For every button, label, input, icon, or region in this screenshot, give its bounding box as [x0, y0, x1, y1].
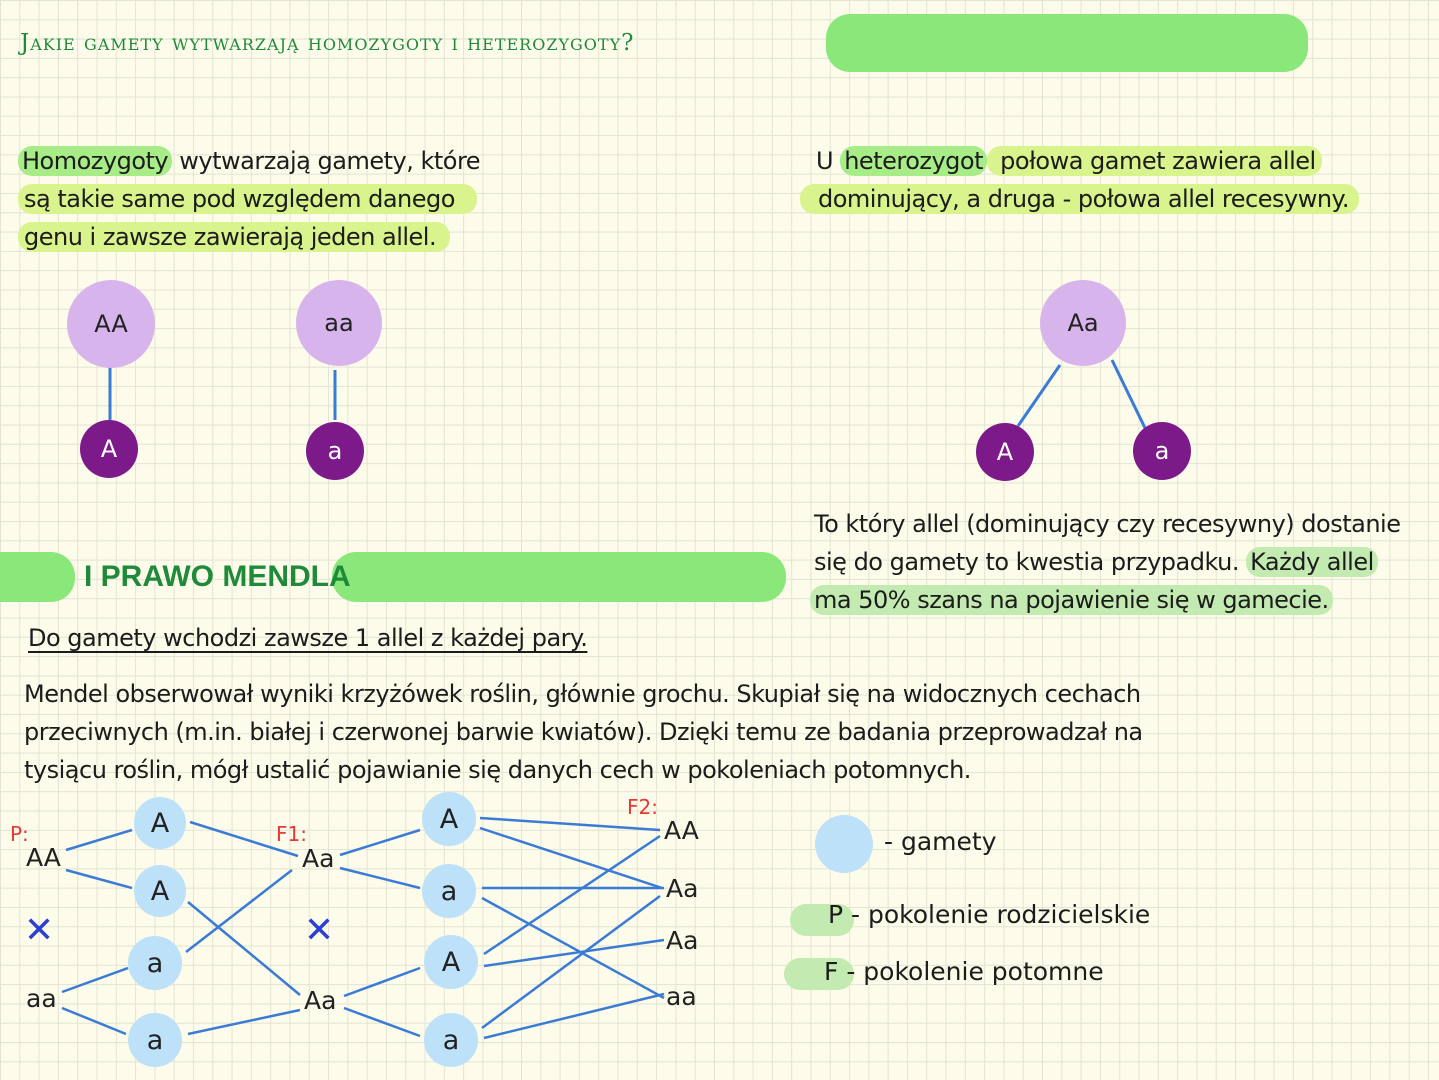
legend-gamety: - gamety [884, 827, 997, 856]
parent-circle-aa: aa [296, 280, 382, 366]
heterozygote-text: U heterozygot połowa gamet zawiera allel… [800, 142, 1359, 218]
cross-line [481, 894, 661, 1030]
mendel-description: Mendel obserwował wyniki krzyżówek rośli… [24, 680, 1143, 784]
cross-line [483, 992, 665, 1040]
mendel-rule: Do gamety wchodzi zawsze 1 allel z każde… [28, 624, 588, 652]
cross-line [479, 816, 661, 832]
generation-label-p: P: [10, 822, 29, 846]
cross-line [483, 834, 661, 956]
cross-line [339, 828, 421, 857]
cross-symbol: ✕ [24, 910, 55, 951]
cross-line [343, 966, 421, 998]
homozygote-term: Homozygoty [18, 146, 173, 176]
cross-line [61, 1006, 127, 1036]
gamete-circle-a: a [306, 422, 364, 480]
genotype-f2-3: Aa [666, 926, 699, 955]
cross-line [65, 868, 133, 890]
page-title: Jakie gamety wytwarzają homozygoty i het… [20, 30, 635, 56]
legend-p: P - pokolenie rodzicielskie [828, 900, 1151, 929]
mendel-highlight-left [0, 552, 75, 602]
genotype-p-aa: aa [26, 984, 57, 1013]
connector-line [1110, 359, 1148, 431]
cross-line [481, 896, 665, 1000]
cross-line [61, 966, 129, 994]
genotype-f2-4: aa [666, 982, 697, 1011]
homozygote-text: Homozygoty wytwarzają gamety, które są t… [18, 142, 481, 256]
cross-line [185, 869, 293, 953]
cross-line [479, 826, 663, 890]
genotype-f2-1: AA [664, 816, 699, 845]
gamete-f1-2: a [422, 864, 476, 918]
genotype-p-AA: AA [26, 843, 61, 872]
gamete-f1-1: A [422, 792, 476, 846]
gamete-f1-3: A [424, 935, 478, 989]
legend-f: F - pokolenie potomne [824, 957, 1104, 986]
gamete-f1-4: a [424, 1013, 478, 1067]
gamete-circle-A: A [80, 420, 138, 478]
legend-f-mark [784, 958, 854, 990]
legend-gamete-circle [815, 815, 873, 873]
genotype-f1-2: Aa [304, 986, 337, 1015]
gamete-p-2: A [134, 865, 186, 917]
legend-p-mark [790, 904, 854, 936]
gamete-circle-a: a [1133, 422, 1191, 480]
cross-line [187, 901, 301, 996]
genotype-f2-2: Aa [666, 874, 699, 903]
gamete-p-3: a [128, 936, 182, 990]
gamete-circle-A: A [976, 423, 1034, 481]
parent-circle-Aa: Aa [1040, 280, 1126, 366]
parent-circle-AA: AA [67, 280, 155, 368]
cross-line [343, 1006, 421, 1038]
connector-line [1016, 364, 1062, 427]
generation-label-f2: F2: [627, 795, 658, 819]
genotype-f1-1: Aa [302, 844, 335, 873]
cross-line [65, 828, 133, 852]
generation-label-f1: F1: [276, 822, 307, 846]
cross-line [187, 1008, 301, 1036]
mendel-title: I PRAWO MENDLA [84, 560, 351, 593]
gamete-p-1: A [134, 797, 186, 849]
chance-text: To który allel (dominujący czy recesywny… [810, 505, 1401, 619]
cross-symbol: ✕ [304, 910, 335, 951]
cross-line [483, 938, 665, 968]
gamete-p-4: a [128, 1013, 182, 1067]
heterozygote-term: heterozygot [840, 146, 988, 176]
cross-line [189, 820, 299, 858]
cross-line [339, 866, 421, 890]
mendel-highlight-right [332, 552, 786, 602]
title-highlight-bar [826, 14, 1308, 72]
